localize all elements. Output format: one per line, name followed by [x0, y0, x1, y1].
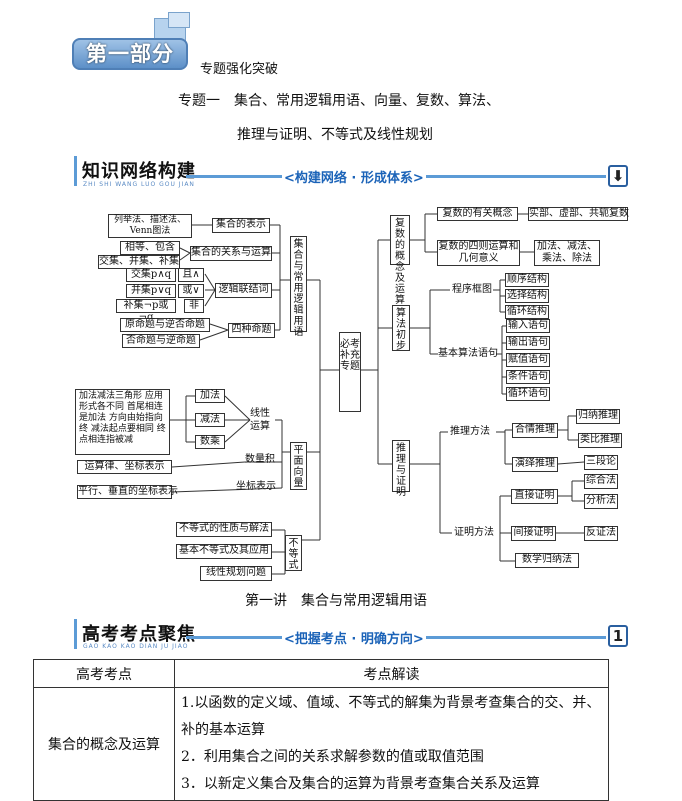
algo-flowchart: 程序框图 [452, 284, 492, 295]
section-marker [74, 156, 77, 186]
proof-analytic: 分析法 [584, 494, 618, 509]
proof-induction: 归纳推理 [576, 409, 620, 424]
logic-and: 交集p∧q [126, 268, 176, 282]
set-representation: 集合的表示 [212, 218, 270, 233]
proof-analogy: 类比推理 [578, 433, 622, 448]
table-cell-topic: 集合的概念及运算 [33, 687, 175, 801]
set-relation-ops: 集合的关系与运算 [190, 246, 272, 261]
vector-sub: 减法 [195, 413, 225, 427]
section-title-focus: 高考考点聚焦 [82, 624, 196, 645]
mindmap-lines [170, 213, 585, 575]
complex-parts: 实部、虚部、共轭复数 [528, 207, 629, 221]
complex-concept: 复数的有关概念 [437, 207, 518, 221]
logic-not-symbol: 非 [184, 299, 204, 313]
logic-not: 补集¬p或¬q [116, 299, 176, 323]
map-center: 必考补充专题 [339, 332, 361, 412]
table-cell-analysis: 1.以函数的定义域、值域、不等式的解集为背景考查集合的交、并、 补的基本运算 2… [174, 687, 609, 801]
proof-direct: 直接证明 [511, 489, 558, 504]
complex-ops-items: 加法、减法、乘法、除法 [534, 240, 600, 266]
section2-number: 1 [608, 625, 628, 647]
set-ops-items: 交集、并集、补集 [98, 255, 180, 269]
logic-connectives: 逻辑联结词 [215, 283, 272, 298]
prop-converse-2: 否命题与逆命题 [122, 334, 200, 348]
table-header-topic: 高考考点 [33, 659, 175, 688]
logic-or: 并集p∨q [126, 284, 176, 298]
algo-basic: 基本算法语句 [438, 348, 498, 359]
vector-add: 加法 [195, 389, 225, 403]
prop-converse-1: 原命题与逆否命题 [120, 318, 210, 332]
analysis-point-2: 2．利用集合之间的关系求解参数的值或取值范围 [181, 749, 484, 765]
complex-ops: 复数的四则运算和几何意义 [437, 240, 520, 266]
analysis-point-3: 3．以新定义集合及集合的运算为背景考查集合关系及运算 [181, 776, 540, 792]
proof-synthetic: 综合法 [584, 474, 618, 489]
proof-plausible: 合情推理 [512, 423, 558, 438]
proof-math-induction: 数学归纳法 [515, 553, 579, 568]
section2-marker [74, 619, 77, 649]
proof-reasoning: 推理方法 [450, 426, 490, 437]
table-row: 集合的概念及运算 1.以函数的定义域、值域、不等式的解集为背景考查集合的交、并、… [33, 687, 609, 801]
topic-line-1: 专题一 集合、常用逻辑用语、向量、复数、算法、 [178, 93, 500, 109]
section2-pinyin: GAO KAO KAO DIAN JU JIAO [83, 643, 189, 650]
set-rep-methods: 列举法、描述法、Venn图法 [108, 214, 192, 238]
proof-indirect: 间接证明 [511, 526, 556, 541]
topic-line-2: 推理与证明、不等式及线性规划 [237, 127, 433, 143]
cube-decoration-small [168, 12, 190, 28]
set-relation-items: 相等、包含 [120, 241, 180, 255]
branch-complex: 复数的概念及运算 [390, 215, 410, 306]
logic-and-symbol: 且∧ [178, 268, 204, 282]
vector-dot: 数量积 [245, 454, 275, 465]
algo-input: 输入语句 [506, 319, 550, 333]
branch-proof: 推理与证明 [392, 440, 410, 498]
part-subtitle: 专题强化突破 [200, 62, 279, 77]
analysis-point-1a: 1.以函数的定义域、值域、不等式的解集为背景考查集合的交、并、 [181, 695, 601, 711]
algo-loop-stmt: 循环语句 [506, 387, 550, 401]
proof-contradiction: 反证法 [584, 526, 618, 541]
branch-vectors: 平面向量 [290, 442, 307, 490]
algo-cond: 条件语句 [506, 370, 550, 384]
algo-sel: 选择结构 [505, 289, 549, 303]
ineq-props: 不等式的性质与解法 [176, 522, 272, 537]
branch-ineq: 不等式 [285, 535, 302, 571]
algo-loop: 循环结构 [505, 305, 549, 319]
part-badge: 第一部分 [72, 38, 188, 70]
exam-points-table: 高考考点 考点解读 集合的概念及运算 1.以函数的定义域、值域、不等式的解集为背… [33, 659, 609, 801]
vector-rule: 加法减法三角形 应用形式各不同 首尾相连是加法 方向由始指向终 减法起点要相同 … [75, 389, 170, 455]
proof-deductive: 演绎推理 [512, 457, 558, 472]
vector-coord: 坐标表示 [236, 481, 276, 492]
logic-or-symbol: 或∨ [178, 284, 204, 298]
algo-seq: 顺序结构 [505, 273, 549, 287]
analysis-point-1b: 补的基本运算 [181, 722, 265, 738]
algo-output: 输出语句 [506, 336, 550, 350]
four-propositions: 四种命题 [228, 323, 275, 338]
section-bar-text: <构建网络 · 形成体系> [282, 167, 426, 186]
vector-scalar: 数乘 [195, 435, 225, 449]
vector-laws: 运算律、坐标表示 [77, 460, 172, 474]
section-title-network: 知识网络构建 [82, 161, 196, 182]
vector-parallel: 平行、垂直的坐标表示 [77, 485, 178, 499]
branch-sets: 集合与常用逻辑用语 [290, 236, 307, 338]
ineq-lp: 线性规划问题 [200, 566, 272, 581]
lecture-title: 第一讲 集合与常用逻辑用语 [245, 593, 427, 609]
ineq-basic: 基本不等式及其应用 [176, 544, 272, 559]
table-header-analysis: 考点解读 [174, 659, 609, 688]
algo-assign: 赋值语句 [506, 353, 550, 367]
download-icon[interactable]: ⬇ [608, 165, 628, 187]
vector-linear: 线性运算 [250, 408, 270, 432]
section-pinyin: ZHI SHI WANG LUO GOU JIAN [83, 181, 195, 188]
proof-syllogism: 三段论 [584, 455, 618, 470]
section2-bar-text: <把握考点 · 明确方向> [282, 628, 426, 647]
proof-methods: 证明方法 [454, 527, 494, 538]
branch-algo: 算法初步 [392, 305, 410, 352]
